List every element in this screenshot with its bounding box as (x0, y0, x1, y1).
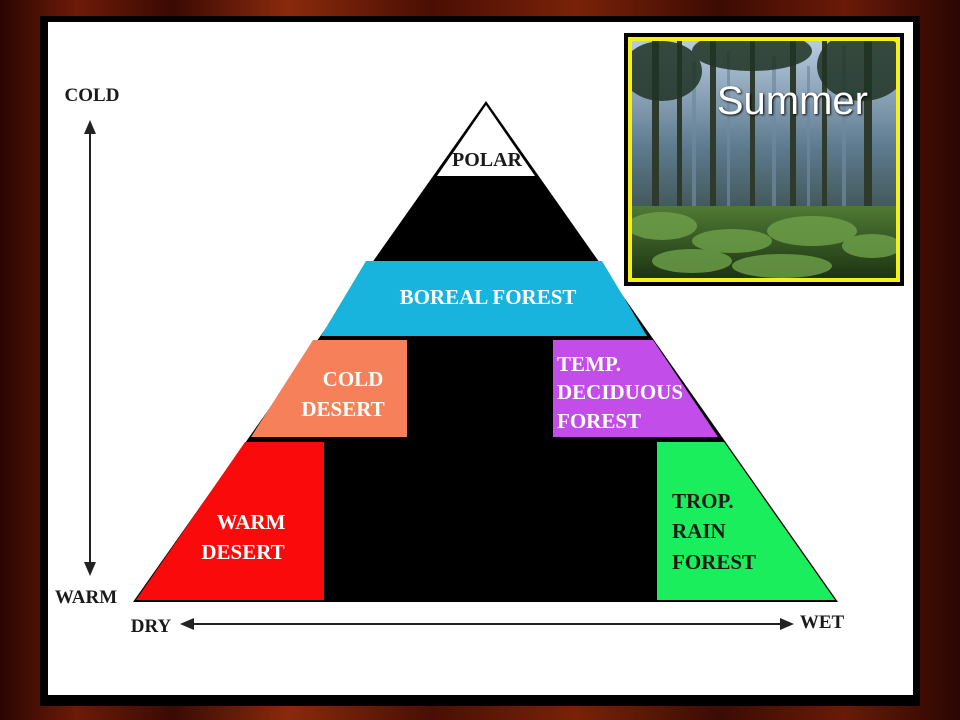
zone-trop-label-3: FOREST (672, 550, 756, 574)
zone-cold-desert-label-2: DESERT (301, 397, 384, 421)
axis-right-label: WET (800, 612, 845, 633)
axis-top-label: COLD (65, 85, 120, 106)
zone-warm-desert (136, 442, 324, 600)
zone-temp-label-2: DECIDUOUS (557, 380, 683, 404)
down-arrow-icon (84, 562, 96, 576)
zone-boreal-forest (321, 261, 647, 336)
axis-bottom-label: WARM (55, 587, 117, 608)
zone-temp-label-3: FOREST (557, 409, 641, 433)
zone-trop-label-2: RAIN (672, 519, 726, 543)
photo-caption: Summer (716, 79, 868, 123)
axis-left-label: DRY (131, 616, 172, 637)
forest-photo: Summer (628, 37, 900, 282)
zone-cold-desert (251, 340, 407, 437)
zone-trop-rain-forest (657, 442, 835, 600)
zone-warm-desert-label-1: WARM (217, 510, 286, 534)
left-arrow-icon (180, 618, 194, 630)
zone-cold-desert-label-1: COLD (323, 367, 384, 391)
right-arrow-icon (780, 618, 794, 630)
zone-temp-deciduous-forest (553, 340, 718, 437)
zone-trop-label-1: TROP. (672, 489, 734, 513)
up-arrow-icon (84, 120, 96, 134)
zone-boreal-label: BOREAL FOREST (400, 285, 577, 309)
zone-polar (437, 105, 535, 176)
zone-warm-desert-label-2: DESERT (201, 540, 284, 564)
photo-frame: Summer (624, 33, 904, 286)
zone-temp-label-1: TEMP. (557, 352, 621, 376)
forest-photo-illustration (632, 41, 896, 278)
zone-polar-label: POLAR (452, 149, 523, 171)
